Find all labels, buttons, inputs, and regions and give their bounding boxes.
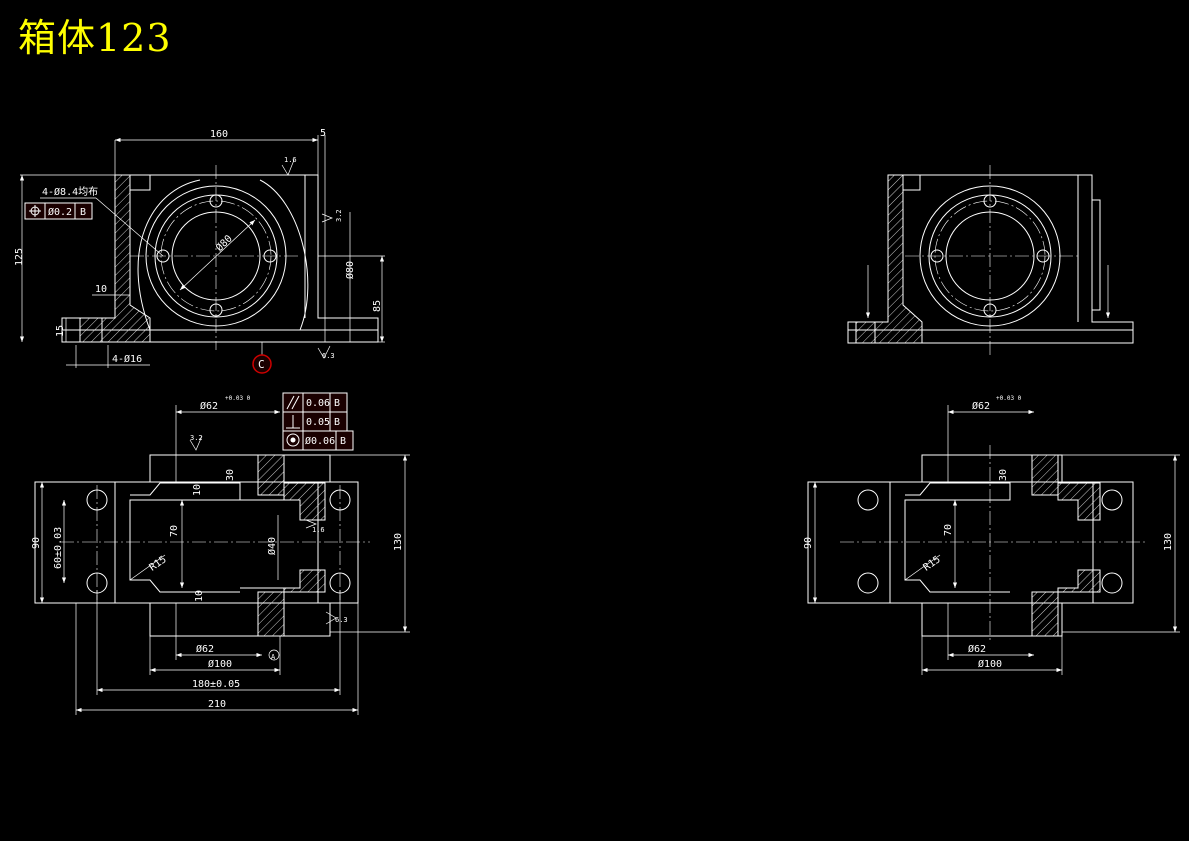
fcf-parallel-value: 0.06 — [306, 398, 330, 409]
dim-top-60: 60±0.03 — [53, 527, 64, 569]
dim-front-height: 125 — [14, 248, 25, 266]
right-dim-100: Ø100 — [978, 658, 1002, 670]
dim-top-180: 180±0.05 — [192, 679, 240, 690]
datum-a: A — [271, 653, 276, 661]
fcf-position-datum: B — [80, 207, 86, 218]
fcf-parallel-datum: B — [334, 398, 340, 409]
roughness-top-a: 3.2 — [190, 434, 203, 442]
right-dim-bore-tol: +0.03 0 — [996, 395, 1022, 402]
dim-front-bore: Ø80 — [214, 233, 235, 254]
dim-top-r15: R15 — [148, 554, 169, 573]
dim-top-bore-tol: +0.03 0 — [225, 395, 251, 402]
roughness-front-bottom: 6.3 — [322, 352, 335, 360]
dim-front-wall: 5 — [320, 128, 326, 139]
dim-top-100: Ø100 — [208, 658, 232, 670]
top-view: 0.06 B 0.05 B Ø0.06 B Ø62 +0.03 0 30 10 … — [31, 392, 410, 715]
dim-top-10b: 10 — [194, 590, 205, 602]
right-top-view: Ø62 +0.03 0 30 70 R15 90 130 Ø62 Ø100 — [803, 395, 1180, 675]
datum-circle-c — [252, 354, 272, 374]
dim-top-130: 130 — [393, 533, 404, 551]
right-dim-30: 30 — [998, 469, 1009, 481]
right-dim-130: 130 — [1163, 533, 1174, 551]
front-left-wall-section — [101, 174, 151, 343]
dim-top-bore: Ø62 — [200, 400, 218, 412]
dim-top-90: 90 — [31, 537, 42, 549]
fcf-concentric-datum: B — [340, 436, 346, 447]
right-dim-bore: Ø62 — [972, 400, 990, 412]
drawing-title: 箱体123 — [18, 16, 172, 60]
front-foot-holes: 4-Ø16 — [112, 353, 142, 365]
right-dim-r15: R15 — [922, 554, 943, 573]
fcf-position-value: Ø0.2 — [48, 206, 72, 218]
front-view: Ø80 160 5 1.6 125 15 10 4-Ø8.4均布 Ø — [14, 128, 385, 374]
right-dim-90: 90 — [803, 537, 814, 549]
dim-top-40: Ø40 — [266, 537, 278, 555]
dim-top-70: 70 — [169, 525, 180, 537]
fcf-perpendicular-datum: B — [334, 417, 340, 428]
dim-top-210: 210 — [208, 699, 226, 710]
roughness-top-c: 6.3 — [335, 616, 348, 624]
right-dim-70: 70 — [943, 524, 954, 536]
fcf-stack: 0.06 B 0.05 B Ø0.06 B — [282, 392, 354, 451]
fcf-concentric-value: Ø0.06 — [305, 435, 335, 447]
dim-top-10a: 10 — [192, 484, 203, 496]
side-view — [847, 165, 1134, 355]
dim-front-center-height: 85 — [372, 300, 383, 312]
dim-front-width: 160 — [210, 129, 228, 140]
dim-top-62-bottom: Ø62 — [196, 643, 214, 655]
dim-front-foot: 15 — [55, 325, 66, 337]
roughness-top-b: 1.6 — [312, 526, 325, 534]
dim-top-30: 30 — [225, 469, 236, 481]
dim-front-wall-left: 10 — [95, 284, 107, 295]
fcf-position: Ø0.2 B — [24, 202, 93, 220]
roughness-front-top: 1.6 — [284, 156, 297, 164]
right-dim-62-bottom: Ø62 — [968, 643, 986, 655]
datum-label-c: C — [258, 358, 265, 371]
roughness-front-side: 3.2 — [335, 209, 343, 222]
front-hole-callout: 4-Ø8.4均布 — [42, 186, 98, 198]
fcf-perpendicular-value: 0.05 — [306, 417, 330, 428]
dim-front-bore-right: Ø80 — [344, 261, 356, 279]
